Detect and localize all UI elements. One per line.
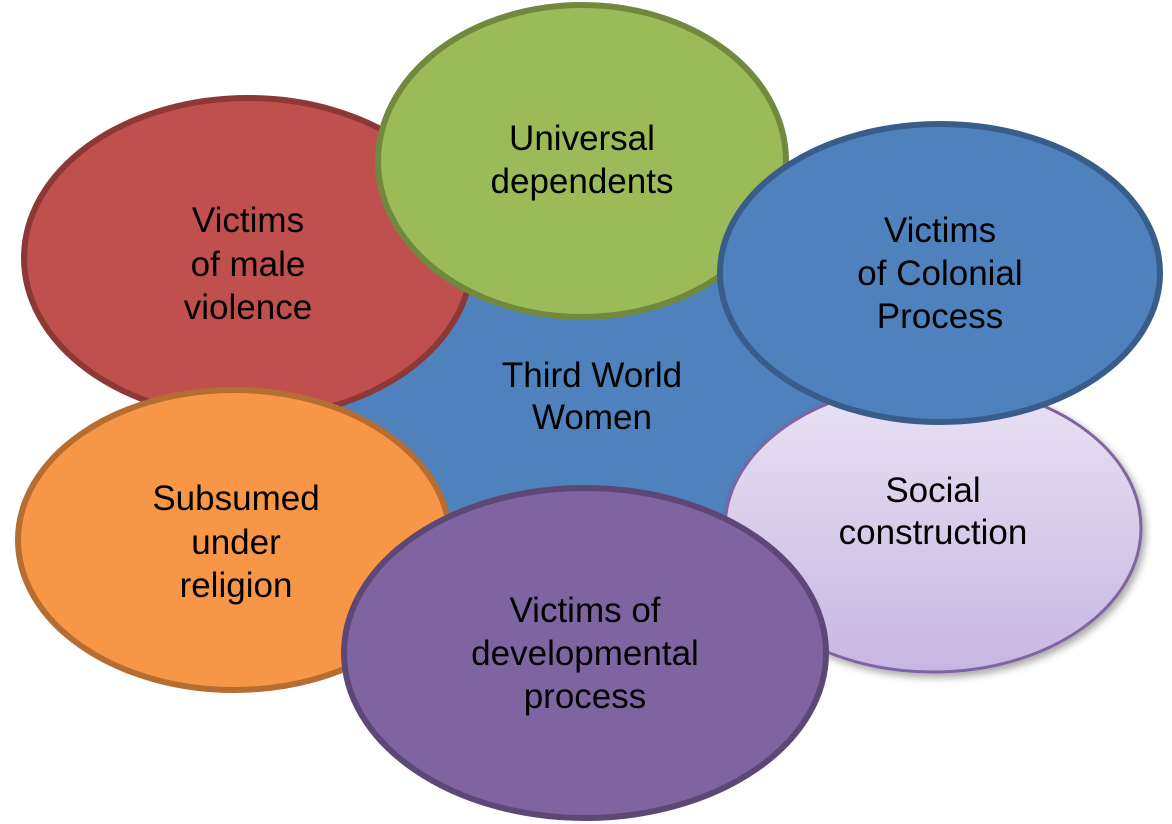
- victims-developmental-process-shape: [341, 485, 829, 821]
- subsumed-under-religion-label-line-1: Subsumed: [152, 479, 319, 518]
- subsumed-under-religion-label-line-2: under: [191, 523, 281, 562]
- victims-colonial-process-label-line-2: of Colonial: [857, 254, 1022, 293]
- node-universal-dependents[interactable]: Universal dependents: [375, 2, 789, 320]
- node-subsumed-under-religion[interactable]: Subsumed under religion: [15, 387, 453, 693]
- universal-dependents-label-line-2: dependents: [491, 162, 674, 201]
- victims-developmental-process-label-line-2: developmental: [471, 634, 699, 673]
- victims-developmental-process-label-line-1: Victims of: [509, 591, 660, 630]
- victims-colonial-process-label-line-3: Process: [877, 297, 1003, 336]
- node-victims-developmental-process[interactable]: Victims of developmental process: [341, 485, 829, 821]
- node-victims-male-violence[interactable]: Victims of male violence: [21, 95, 475, 421]
- victims-male-violence-label-line-1: Victims: [192, 201, 304, 240]
- center-label-line-2: Women: [532, 398, 652, 437]
- victims-colonial-process-label-line-1: Victims: [884, 211, 996, 250]
- social-construction-label-line-1: Social: [885, 471, 980, 510]
- center-label-line-1: Third World: [502, 356, 682, 395]
- social-construction-label-line-2: construction: [839, 513, 1028, 552]
- victims-male-violence-label-line-2: of male: [191, 245, 306, 284]
- node-social-construction[interactable]: Social construction: [723, 382, 1143, 674]
- universal-dependents-label-line-1: Universal: [509, 119, 655, 158]
- universal-dependents-shape: [375, 2, 789, 320]
- victims-male-violence-label-line-3: violence: [184, 288, 312, 327]
- victims-developmental-process-label-line-3: process: [524, 677, 647, 716]
- subsumed-under-religion-label-line-3: religion: [180, 566, 293, 605]
- node-victims-colonial-process[interactable]: Victims of Colonial Process: [717, 121, 1163, 425]
- victims-colonial-process-shape: [717, 121, 1163, 425]
